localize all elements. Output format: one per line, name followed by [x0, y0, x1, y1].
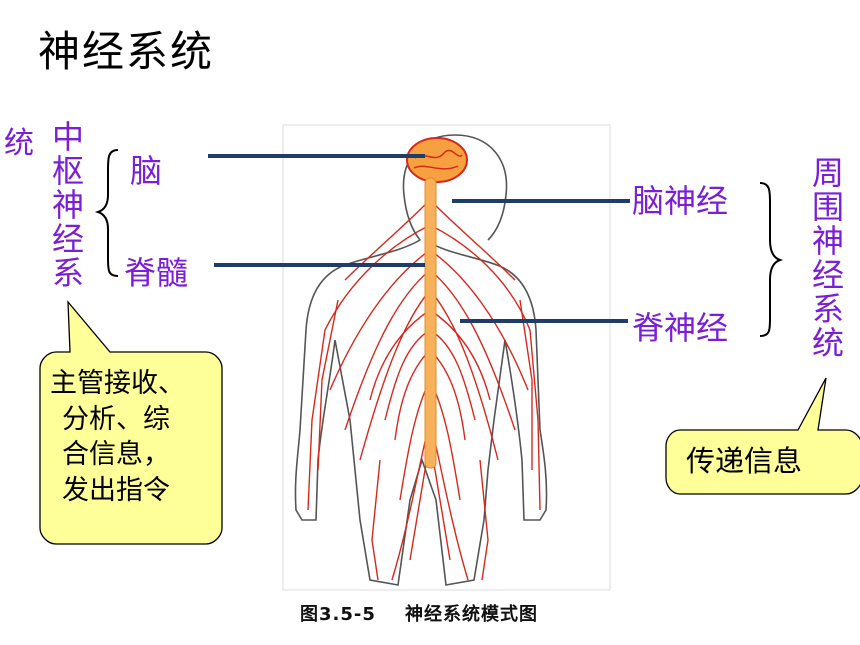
callout-line: 分析、综 — [62, 403, 170, 435]
left-brace — [94, 149, 119, 277]
brain-label: 脑 — [130, 152, 163, 190]
right-brace — [759, 182, 784, 337]
peripheral-nervous-system-label: 周围神经系统 — [807, 156, 845, 360]
callout-line: 发出指令 — [62, 474, 170, 506]
central-callout-bubble — [39, 300, 223, 545]
page-title: 神经系统 — [38, 27, 215, 76]
spinal-cord — [424, 177, 437, 469]
peripheral-callout-bubble — [665, 377, 860, 495]
body-outline — [294, 134, 548, 586]
pointer-lines — [208, 154, 630, 323]
spinal-cord-label: 脊髓 — [124, 254, 189, 292]
callout-line: 主管接收、 — [50, 368, 185, 399]
brain — [406, 137, 468, 183]
figure-caption: 图3.5-5 神经系统模式图 — [300, 604, 538, 625]
spinal-nerves-label: 脊神经 — [632, 309, 729, 347]
central-callout-text: 主管接收、 分析、综 合信息， 发出指令 — [50, 366, 220, 509]
central-nervous-system-label: 中枢神经系 — [47, 120, 85, 290]
peripheral-callout-text: 传递信息 — [686, 444, 803, 478]
callout-line: 合信息， — [62, 439, 170, 471]
cranial-nerves-label: 脑神经 — [632, 182, 729, 220]
stray-label-char: 统 — [4, 126, 34, 161]
